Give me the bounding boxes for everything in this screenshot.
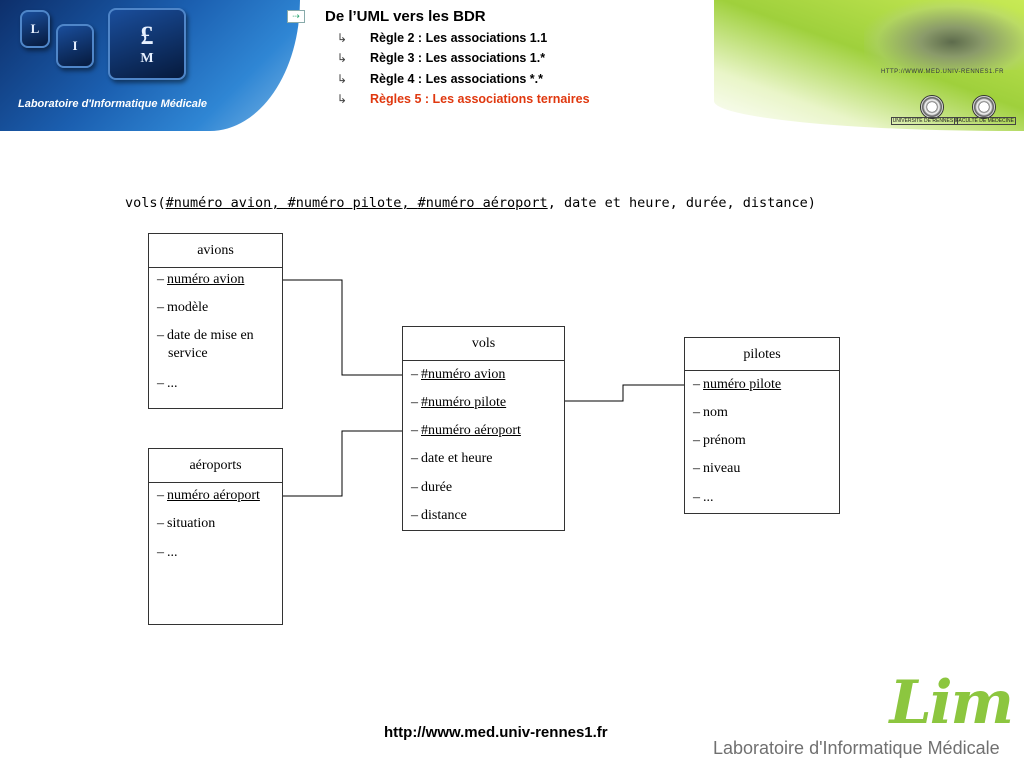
outline-arrow-icon: ⇢	[287, 10, 305, 23]
header-banner-left: L I £ M Laboratoire d'Informatique Médic…	[0, 0, 300, 131]
schema-rest: , date et heure, durée, distance)	[547, 195, 816, 211]
outline-bullet-icon: ↳	[337, 51, 348, 65]
entity-attr: –numéro aéroport	[157, 488, 260, 503]
outline-item-regle-2[interactable]: Règle 2 : Les associations 1.1	[370, 31, 548, 45]
eye-image-icon	[864, 0, 1024, 70]
entity-attr: –#numéro pilote	[411, 395, 507, 410]
key-pound-label: £	[140, 21, 154, 50]
outline-title: De l’UML vers les BDR	[325, 8, 486, 25]
entity-aeroports-title: aéroports	[149, 449, 282, 483]
lim-lab-label: Laboratoire d'Informatique Médicale	[713, 738, 1000, 758]
schema-key-avion: #numéro avion	[165, 195, 272, 211]
entity-attr: –date et heure	[411, 451, 493, 466]
entity-attr: service	[168, 346, 208, 361]
entity-pilotes-title: pilotes	[685, 338, 839, 371]
entity-attr: –date de mise en	[157, 328, 254, 343]
entity-attr: –...	[157, 376, 178, 391]
entity-attr: –...	[157, 545, 178, 560]
outline-item-regle-4[interactable]: Règle 4 : Les associations *.*	[370, 72, 543, 86]
entity-attr: –distance	[411, 508, 467, 523]
entity-vols-title: vols	[403, 327, 564, 361]
header-url-small: HTTP://WWW.MED.UNIV-RENNES1.FR	[881, 69, 1004, 75]
line-aeroports-vols	[281, 430, 402, 497]
entity-attr: –durée	[411, 480, 453, 495]
key-i-icon: I	[56, 24, 94, 68]
faculty-seal-icon	[972, 95, 996, 119]
key-l-icon: L	[20, 10, 50, 48]
entity-attr: –numéro avion	[157, 272, 245, 287]
entity-attr: –#numéro avion	[411, 367, 506, 382]
key-m-label: M	[140, 51, 154, 66]
entity-attr: –numéro pilote	[693, 377, 782, 392]
entity-attr: –niveau	[693, 461, 741, 476]
outline-item-regle-5[interactable]: Règles 5 : Les associations ternaires	[370, 92, 590, 106]
outline-item-regle-3[interactable]: Règle 3 : Les associations 1.*	[370, 51, 546, 65]
entity-attr: –nom	[693, 405, 728, 420]
header-lab-label: Laboratoire d'Informatique Médicale	[18, 98, 208, 110]
schema-key-pilote: #numéro pilote	[287, 195, 402, 211]
outline-bullet-icon: ↳	[337, 31, 348, 45]
entity-attr: –situation	[157, 516, 216, 531]
outline-bullet-icon: ↳	[337, 72, 348, 86]
footer-url-link[interactable]: http://www.med.univ-rennes1.fr	[384, 724, 608, 741]
entity-vols[interactable]: vols –#numéro avion –#numéro pilote –#nu…	[402, 326, 565, 531]
schema-prefix: vols(	[125, 195, 166, 211]
key-pound-icon: £ M	[108, 8, 186, 80]
schema-key-aeroport: #numéro aéroport	[417, 195, 548, 211]
faculty-seal-label: FACULTÉ DE MÉDECINE	[953, 117, 1016, 125]
entity-aeroports[interactable]: aéroports –numéro aéroport –situation –.…	[148, 448, 283, 625]
entity-attr: –...	[693, 490, 714, 505]
entity-attr: –modèle	[157, 300, 209, 315]
relational-schema: vols(#numéro avion, #numéro pilote, #num…	[125, 195, 816, 211]
line-avions-vols	[281, 279, 402, 376]
header-banner-right: HTTP://WWW.MED.UNIV-RENNES1.FR UNIVERSIT…	[714, 0, 1024, 131]
university-seal-label: UNIVERSITÉ DE RENNES I	[890, 117, 958, 125]
lim-logo: Lim	[889, 668, 1014, 738]
entity-attr: –prénom	[693, 433, 746, 448]
entity-avions-title: avions	[149, 234, 282, 268]
outline-bullet-icon: ↳	[337, 92, 348, 106]
university-seal-icon	[920, 95, 944, 119]
entity-pilotes[interactable]: pilotes –numéro pilote –nom –prénom –niv…	[684, 337, 840, 514]
entity-avions[interactable]: avions –numéro avion –modèle –date de mi…	[148, 233, 283, 409]
line-vols-pilotes	[563, 384, 684, 402]
entity-attr: –#numéro aéroport	[411, 423, 521, 438]
